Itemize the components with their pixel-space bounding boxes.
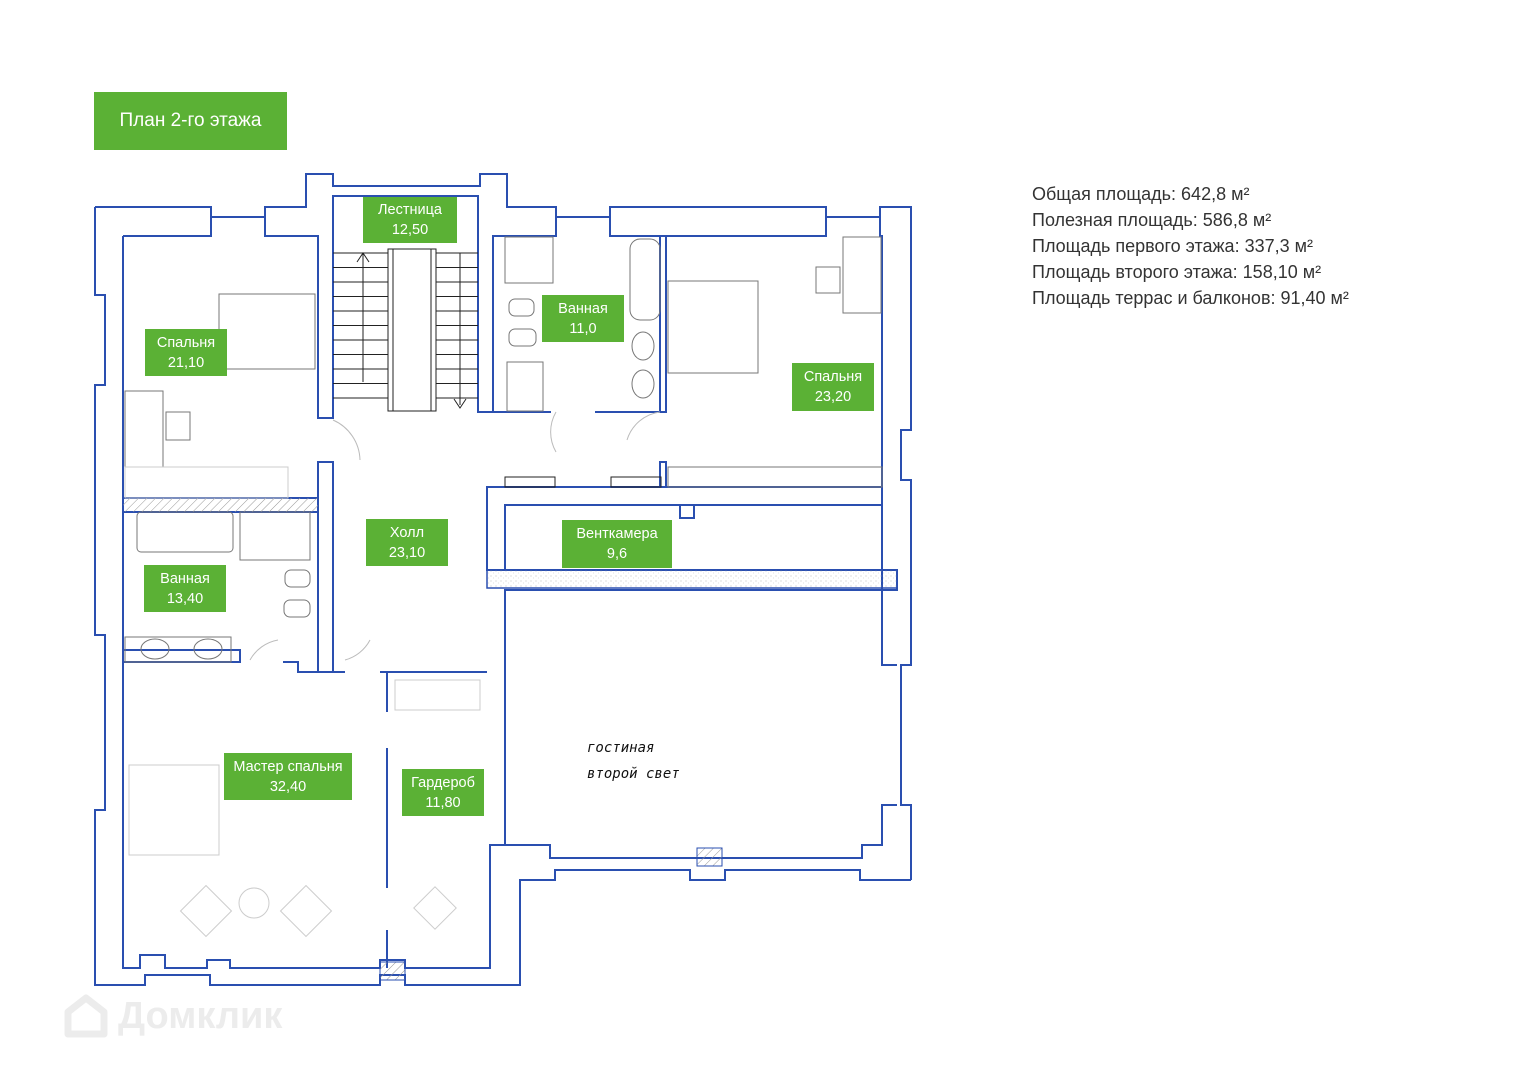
room-name: Ванная	[558, 300, 608, 317]
floor-title-badge: План 2-го этажа	[94, 92, 287, 150]
hatched-wall	[123, 498, 318, 512]
room-name: Спальня	[803, 369, 863, 385]
room-label-hall: Холл 23,10	[366, 519, 448, 566]
living-line-2: второй свет	[587, 766, 680, 782]
sink	[631, 369, 655, 399]
armchair	[413, 886, 457, 930]
domclick-watermark: Домклик	[62, 992, 282, 1040]
bathtub	[629, 238, 661, 321]
stat-total-area: Общая площадь: 642,8 м²	[1032, 184, 1250, 204]
room-label-bath-2: Ванная 13,40	[144, 565, 226, 612]
wardrobe-shelf	[667, 466, 883, 488]
room-name: Венткамера	[576, 526, 658, 542]
desk	[842, 236, 882, 314]
cabinet	[504, 476, 556, 488]
room-area: 11,0	[569, 320, 597, 337]
bathtub	[136, 511, 234, 553]
furniture	[124, 236, 883, 938]
room-name: Спальня	[156, 334, 216, 351]
toilet	[284, 569, 311, 588]
stat-second-floor-area: Площадь второго этажа: 158,10 м²	[1032, 262, 1322, 282]
table	[238, 887, 270, 919]
living-room-label: гостиная второй свет	[587, 735, 680, 787]
armchair	[179, 884, 233, 938]
room-area: 12,50	[391, 222, 429, 238]
column	[379, 961, 406, 981]
chair	[165, 411, 191, 441]
bidet	[283, 599, 311, 618]
cabinet	[506, 361, 544, 412]
vanity	[124, 636, 232, 663]
column	[696, 847, 723, 867]
chair	[815, 266, 841, 294]
room-label-vent: Венткамера 9,6	[562, 520, 672, 568]
stat-useful-area: Полезная площадь: 586,8 м²	[1032, 210, 1272, 230]
room-area: 11,80	[425, 794, 461, 811]
room-name: Ванная	[160, 570, 210, 587]
room-label-master-bedroom: Мастер спальня 32,40	[224, 753, 352, 800]
shower	[239, 511, 311, 561]
room-area: 32,40	[269, 778, 307, 795]
insulated-wall	[486, 569, 898, 589]
wardrobe-shelf	[124, 466, 289, 499]
sink	[193, 638, 223, 660]
room-name: Мастер спальня	[233, 758, 343, 775]
room-area: 21,10	[167, 354, 205, 371]
watermark-text: Домклик	[118, 994, 283, 1037]
room-label-bath-1: Ванная 11,0	[542, 295, 624, 342]
shower	[504, 236, 554, 284]
house-logo-icon	[64, 994, 108, 1038]
sink	[631, 331, 655, 361]
bed	[218, 293, 316, 370]
room-area: 23,20	[814, 389, 852, 405]
bidet	[508, 328, 537, 347]
room-name: Холл	[389, 524, 425, 541]
toilet	[508, 298, 535, 317]
bed	[667, 280, 759, 374]
living-line-1: гостиная	[587, 740, 655, 756]
stat-first-floor-area: Площадь первого этажа: 337,3 м²	[1032, 236, 1313, 256]
room-area: 9,6	[606, 546, 628, 562]
staircase	[333, 248, 478, 412]
area-stats: Общая площадь: 642,8 м² Полезная площадь…	[1032, 181, 1349, 311]
room-area: 23,10	[388, 544, 426, 561]
room-label-bedroom-1: Спальня 21,10	[145, 329, 227, 376]
room-label-stairs: Лестница 12,50	[363, 197, 457, 243]
armchair	[279, 884, 333, 938]
room-label-bedroom-2: Спальня 23,20	[792, 363, 874, 411]
room-area: 13,40	[166, 590, 204, 607]
door-swings	[249, 411, 661, 661]
sink	[140, 638, 170, 660]
cabinet	[610, 476, 662, 488]
room-name: Гардероб	[411, 774, 475, 791]
desk	[124, 390, 164, 468]
wardrobe-shelf	[394, 679, 481, 711]
stat-terrace-area: Площадь террас и балконов: 91,40 м²	[1032, 288, 1349, 308]
master-bed	[128, 764, 220, 856]
room-name: Лестница	[378, 202, 442, 218]
room-label-wardrobe: Гардероб 11,80	[402, 769, 484, 816]
